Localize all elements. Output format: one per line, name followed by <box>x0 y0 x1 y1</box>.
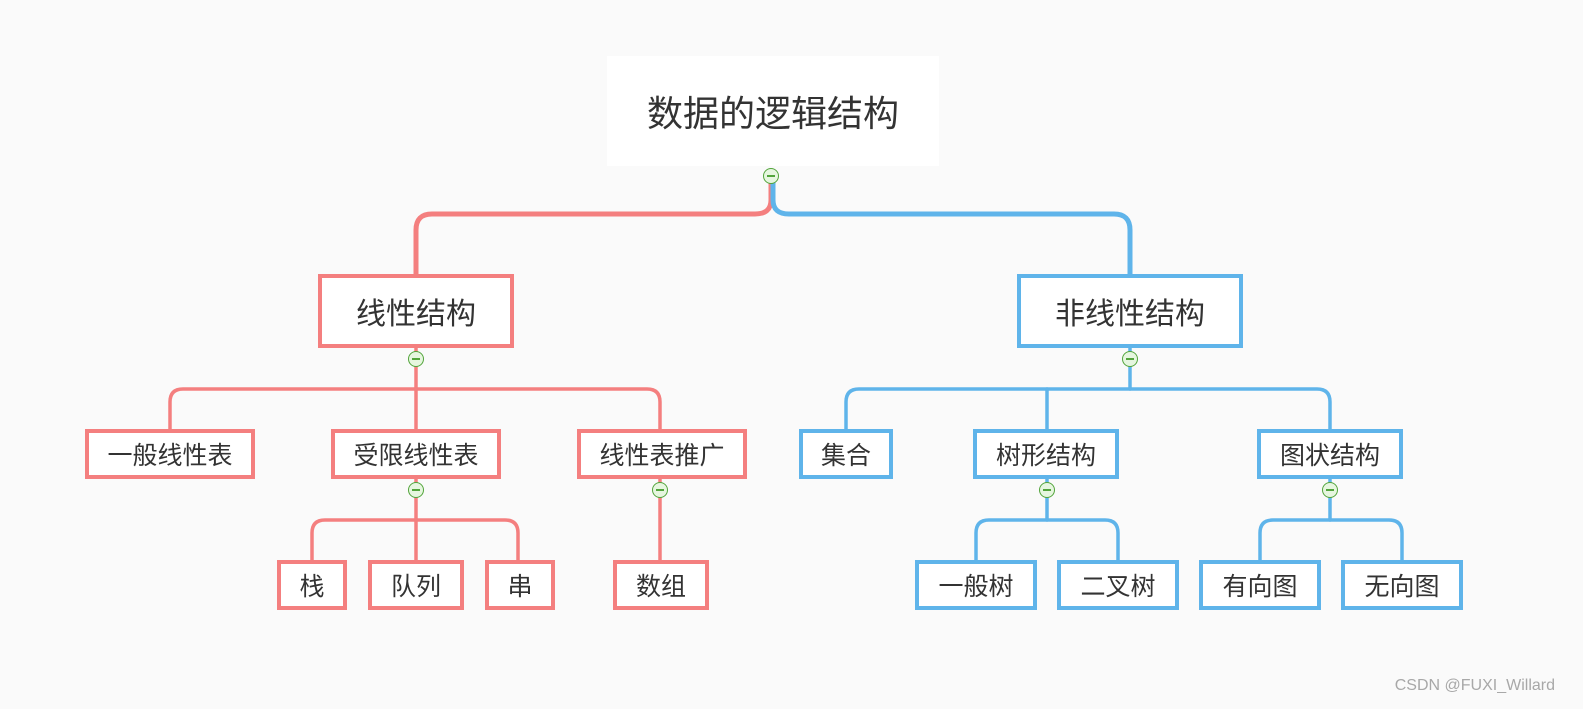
node-label: 一般线性表 <box>107 441 233 470</box>
root-label: 数据的逻辑结构 <box>646 94 899 135</box>
node-label: 线性结构 <box>356 297 476 332</box>
node-binary-tree[interactable]: 二叉树 <box>1057 560 1179 610</box>
minus-circle-icon[interactable] <box>408 351 424 367</box>
node-label: 无向图 <box>1364 572 1440 601</box>
node-label: 二叉树 <box>1080 572 1156 601</box>
node-nonlinear-structure[interactable]: 非线性结构 <box>1017 274 1243 348</box>
minus-circle-icon[interactable] <box>1122 351 1138 367</box>
connector-root-nonlinear <box>770 179 1133 278</box>
minus-circle-icon[interactable] <box>652 482 668 498</box>
node-array[interactable]: 数组 <box>613 560 709 610</box>
connector-nonlinear-children <box>844 387 1332 432</box>
node-graph-structure[interactable]: 图状结构 <box>1257 429 1403 479</box>
node-restricted-linear-list[interactable]: 受限线性表 <box>331 429 501 479</box>
minus-circle-icon[interactable] <box>408 482 424 498</box>
node-linear-list-generalization[interactable]: 线性表推广 <box>577 429 747 479</box>
node-set[interactable]: 集合 <box>799 429 893 479</box>
node-directed-graph[interactable]: 有向图 <box>1199 560 1321 610</box>
node-label: 受限线性表 <box>353 441 479 470</box>
connector-tree-children <box>974 518 1120 564</box>
node-label: 图状结构 <box>1279 441 1380 470</box>
node-general-linear-list[interactable]: 一般线性表 <box>85 429 255 479</box>
node-stack[interactable]: 栈 <box>277 560 347 610</box>
connector-graph-children <box>1258 518 1404 564</box>
connector-root-linear <box>413 179 774 278</box>
node-label: 串 <box>507 572 533 601</box>
node-queue[interactable]: 队列 <box>368 560 464 610</box>
root-node[interactable]: 数据的逻辑结构 <box>607 56 939 166</box>
node-tree-structure[interactable]: 树形结构 <box>973 429 1119 479</box>
minus-circle-icon[interactable] <box>1322 482 1338 498</box>
node-general-tree[interactable]: 一般树 <box>915 560 1037 610</box>
node-string[interactable]: 串 <box>485 560 555 610</box>
node-label: 数组 <box>635 572 686 601</box>
node-undirected-graph[interactable]: 无向图 <box>1341 560 1463 610</box>
minus-circle-icon[interactable] <box>1039 482 1055 498</box>
node-label: 线性表推广 <box>599 441 725 470</box>
node-label: 集合 <box>820 441 871 470</box>
node-label: 栈 <box>299 572 325 601</box>
minus-circle-icon[interactable] <box>763 168 779 184</box>
node-label: 一般树 <box>938 572 1014 601</box>
node-label: 队列 <box>390 572 441 601</box>
node-label: 有向图 <box>1222 572 1298 601</box>
node-label: 非线性结构 <box>1055 297 1205 332</box>
node-linear-structure[interactable]: 线性结构 <box>318 274 514 348</box>
watermark: CSDN @FUXI_Willard <box>1394 677 1555 694</box>
node-label: 树形结构 <box>995 441 1096 470</box>
